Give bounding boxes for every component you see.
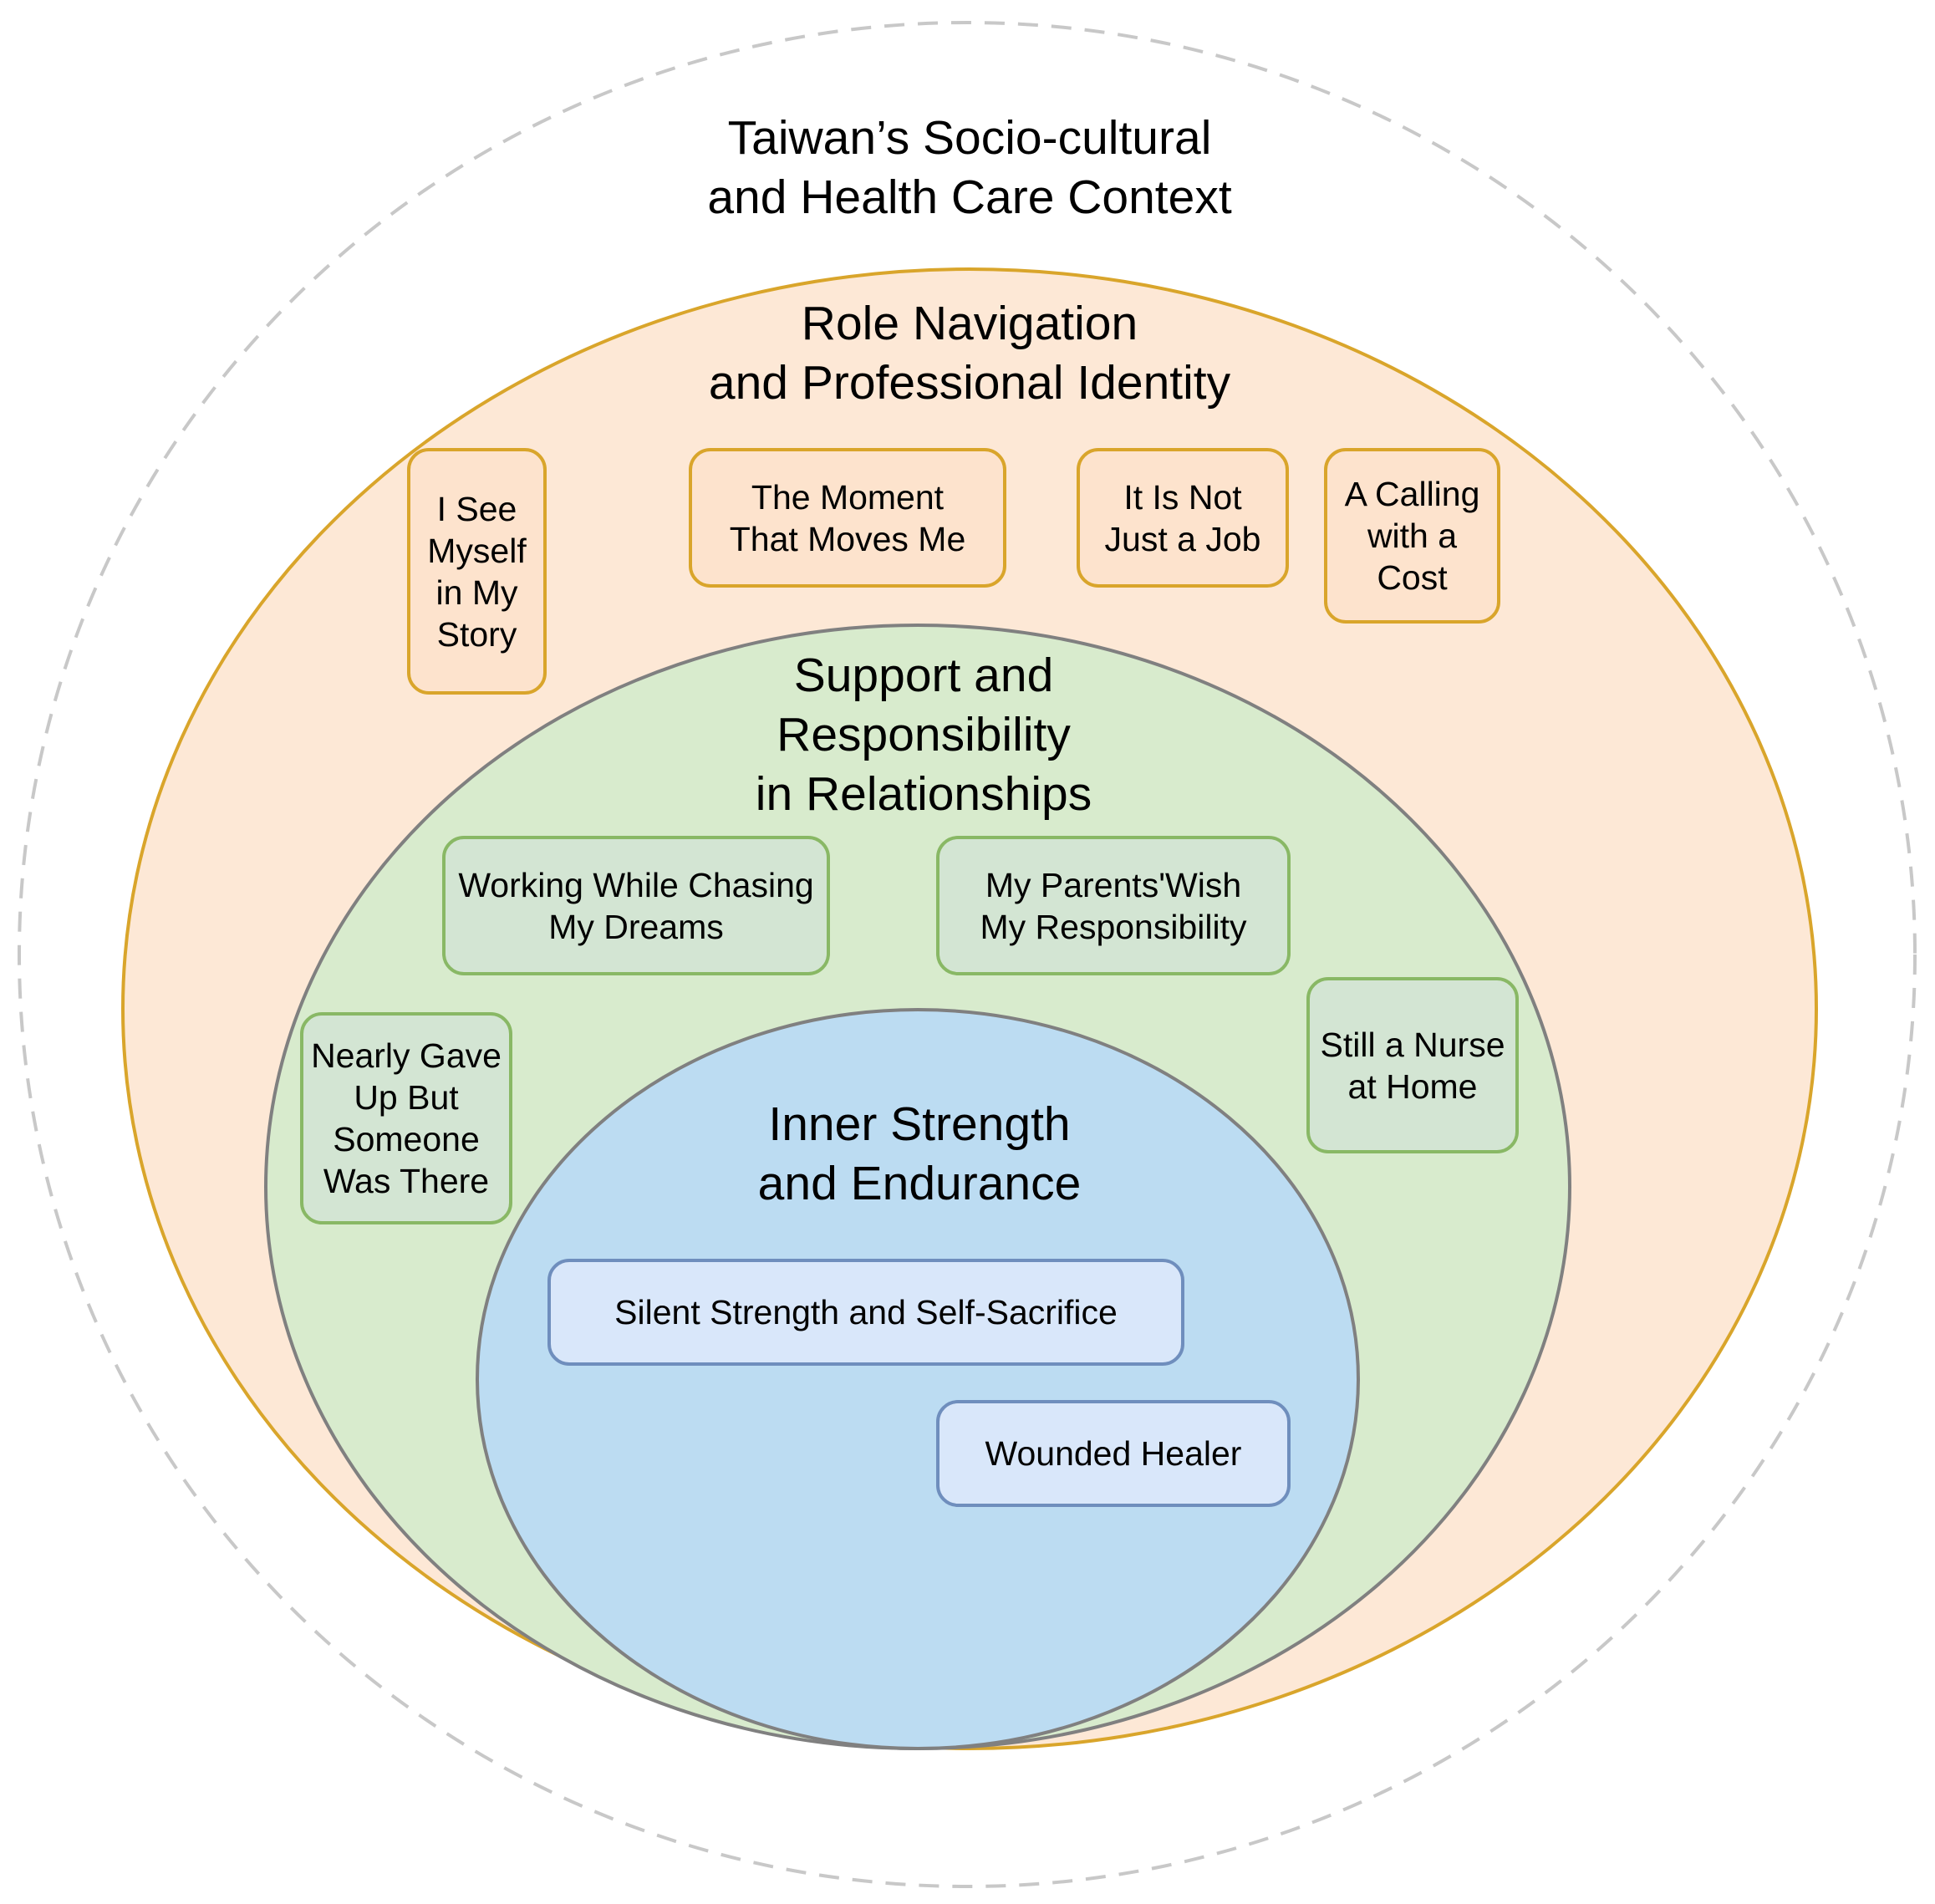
context-title: Taiwan’s Socio-cultural and Health Care … [707,111,1232,224]
theme-working-while-chasing-my-dreams: Working While Chasing My Dreams [442,836,830,975]
role-layer-title: Role Navigation and Professional Identit… [708,297,1231,410]
theme-it-is-not-just-a-job: It Is Not Just a Job [1077,448,1289,588]
inner-layer-title: Inner Strength and Endurance [757,1097,1082,1210]
theme-nearly-gave-up-but-someone-was-there: Nearly Gave Up But Someone Was There [300,1012,512,1224]
theme-still-a-nurse-at-home: Still a Nurse at Home [1306,977,1519,1153]
theme-a-calling-with-a-cost: A Calling with a Cost [1324,448,1500,624]
theme-i-see-myself-in-my-story: I See Myself in My Story [407,448,547,695]
support-layer-title: Support and Responsibility in Relationsh… [755,649,1092,821]
context-circle [18,21,1917,1888]
theme-my-parents-wish-my-responsibility: My Parents'Wish My Responsibility [936,836,1291,975]
theme-the-moment-that-moves-me: The Moment That Moves Me [689,448,1006,588]
inner-layer-ellipse [476,1008,1360,1750]
theme-wounded-healer: Wounded Healer [936,1400,1291,1507]
theme-silent-strength-and-self-sacrifice: Silent Strength and Self-Sacrifice [547,1259,1184,1366]
